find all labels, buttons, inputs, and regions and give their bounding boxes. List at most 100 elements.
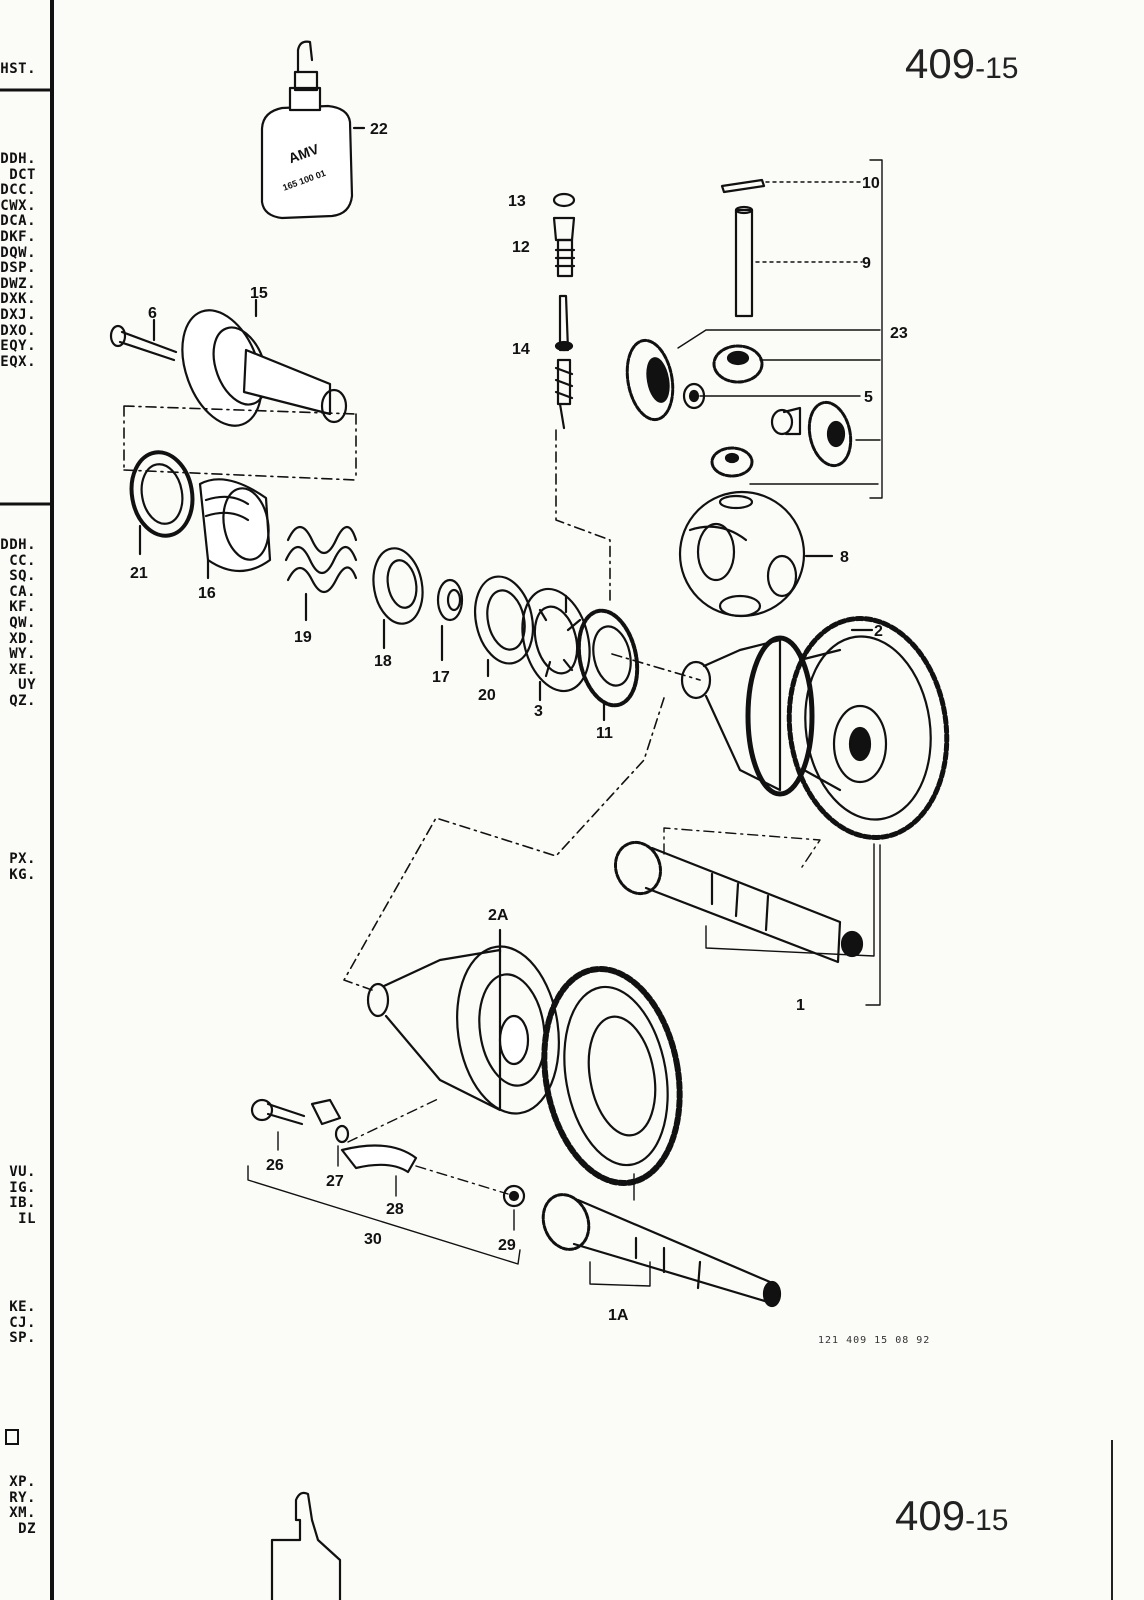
side-code: XM.: [9, 1505, 36, 1522]
differential-cage: [678, 490, 834, 618]
callout-12: 12: [512, 239, 530, 256]
page-number-main: 409: [905, 40, 976, 87]
callout-29: 29: [498, 1237, 516, 1254]
page-number-sub: -15: [965, 1504, 1009, 1537]
callout-2A: 2A: [488, 907, 509, 924]
callout-16: 16: [198, 585, 216, 602]
side-code: DCA.: [0, 213, 36, 230]
drive-pinion-shaft: [613, 840, 864, 964]
callout-20: 20: [478, 687, 496, 704]
locking-hardware: [250, 1098, 526, 1208]
side-code: KF.: [9, 599, 36, 616]
checkbox-mark: [5, 1429, 19, 1445]
callout-1: 1: [796, 997, 805, 1014]
side-code: WY.: [9, 646, 36, 663]
speedometer-driven-assembly: [552, 192, 576, 430]
drawing-reference: 121 409 15 08 92: [818, 1335, 931, 1346]
side-code: SQ.: [9, 568, 36, 585]
callout-8: 8: [840, 549, 849, 566]
callout-3: 3: [534, 703, 543, 720]
crown-wheel: [541, 966, 683, 1186]
callout-11: 11: [596, 725, 613, 742]
side-code: DXK.: [0, 291, 36, 308]
callout-13: 13: [508, 193, 526, 210]
side-code: XD.: [9, 630, 36, 647]
differential-housing-alt: [366, 928, 560, 1115]
callout-27: 27: [326, 1173, 344, 1190]
side-code: DDH.: [0, 537, 36, 553]
side-code: DZ: [18, 1520, 36, 1537]
side-code: DQW.: [0, 244, 36, 261]
callout-14: 14: [512, 341, 530, 358]
side-code: IG.: [9, 1179, 36, 1196]
cup-sleeve: [198, 478, 272, 580]
speedometer-drive-gear: [576, 608, 640, 722]
callout-22: 22: [370, 121, 388, 138]
drive-pinion-shaft-alt: [541, 1193, 782, 1308]
seal-ring: [129, 450, 195, 556]
side-codes-group-c: PX. KG.: [0, 851, 52, 883]
callout-17: 17: [432, 669, 450, 686]
side-code: PX.: [9, 851, 36, 867]
callout-18: 18: [374, 653, 392, 670]
callout-1A: 1A: [608, 1307, 629, 1324]
page-number-sub: -15: [975, 52, 1019, 85]
callout-9: 9: [862, 255, 871, 272]
side-code: DDH.: [0, 151, 36, 167]
callout-26: 26: [266, 1157, 284, 1174]
side-code: DXJ.: [0, 306, 36, 323]
callout-5: 5: [864, 389, 873, 406]
side-code: DXO.: [0, 322, 36, 339]
page-number-main: 409: [895, 1492, 966, 1539]
side-code: SP.: [9, 1330, 36, 1347]
side-code: HST.: [0, 61, 36, 77]
side-code: KE.: [9, 1299, 36, 1315]
callout-2: 2: [874, 623, 883, 640]
side-code: QZ.: [9, 692, 36, 709]
bolt: [109, 318, 178, 362]
side-code: CA.: [9, 583, 36, 600]
callout-10: 10: [862, 175, 880, 192]
callout-21: 21: [130, 565, 148, 582]
side-code: QW.: [9, 614, 36, 631]
side-codes-group-b: DDH. CC. SQ. CA. KF. QW. XD. WY. XE. UY …: [0, 537, 52, 710]
oil-bottle: AMV 165 100 01: [260, 40, 354, 220]
side-codes-top: HST.: [0, 61, 52, 78]
callout-15: 15: [250, 285, 268, 302]
page-number: 409-15: [905, 40, 1018, 88]
differential-gear-set: [625, 338, 853, 478]
side-code: IL: [18, 1210, 36, 1227]
pin-and-pinion-shaft: [720, 178, 766, 318]
side-code: DKF.: [0, 228, 36, 245]
side-code: RY.: [9, 1489, 36, 1506]
side-codes-group-a: DDH. DCT DCC. CWX. DCA. DKF. DQW. DSP. D…: [0, 151, 52, 370]
callout-30: 30: [364, 1231, 382, 1248]
side-codes-group-e: KE. CJ. SP.: [0, 1299, 52, 1347]
spring: [284, 525, 358, 622]
side-code: DSP.: [0, 260, 36, 277]
differential-case: [680, 616, 950, 840]
side-code: CJ.: [9, 1314, 36, 1331]
side-code: KG.: [9, 866, 36, 883]
callout-19: 19: [294, 629, 312, 646]
side-code: CWX.: [0, 197, 36, 214]
side-code: DCT: [9, 166, 36, 183]
side-code: EQX.: [0, 353, 36, 370]
bottom-page-number: 409-15: [895, 1492, 1008, 1540]
side-code: EQY.: [0, 338, 36, 355]
side-code: DWZ.: [0, 275, 36, 292]
side-codes-group-d: VU. IG. IB. IL: [0, 1164, 52, 1227]
side-code: UY: [18, 677, 36, 694]
callout-23: 23: [890, 325, 908, 342]
side-code: VU.: [9, 1164, 36, 1180]
side-code: IB.: [9, 1195, 36, 1212]
shaft-nut: [436, 578, 464, 662]
side-code: CC.: [9, 552, 36, 569]
side-code: XP.: [9, 1474, 36, 1490]
side-code: DCC.: [0, 182, 36, 199]
tapered-bearing: [521, 587, 591, 702]
side-code: XE.: [9, 661, 36, 678]
thrust-ring: [372, 547, 424, 650]
